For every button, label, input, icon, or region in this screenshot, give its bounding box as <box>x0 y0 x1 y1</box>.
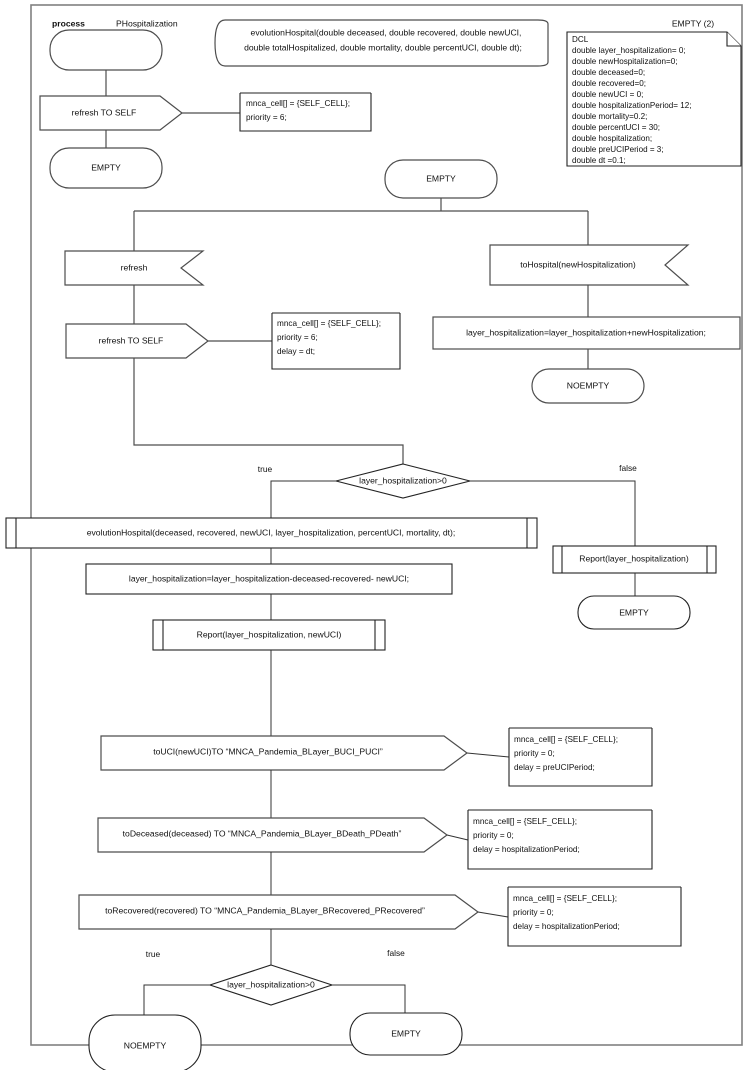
empty-1-label: EMPTY <box>91 162 121 172</box>
evolution-call-label: evolutionHospital(deceased, recovered, n… <box>87 527 456 537</box>
declaration-line-2: double deceased=0; <box>572 68 645 77</box>
report-2-label: Report(layer_hospitalization, newUCI) <box>197 629 342 639</box>
connector-note4-link <box>446 834 469 841</box>
report-2-shape <box>152 619 386 651</box>
note-3-line-0: mnca_cell[] = {SELF_CELL}; <box>514 735 618 744</box>
empty-3-shape <box>577 595 691 630</box>
note-5-shape <box>507 886 682 947</box>
to-hospital-input-label: toHospital(newHospitalization) <box>520 259 636 269</box>
note-3-line-2: delay = preUCIPeriod; <box>514 763 595 772</box>
empty-4-label: EMPTY <box>391 1028 421 1038</box>
noempty-2-label: NOEMPTY <box>124 1040 167 1050</box>
declaration-line-5: double hospitalizationPeriod= 12; <box>572 101 691 110</box>
declaration-note-shape <box>566 31 742 167</box>
declaration-line-9: double preUCIPeriod = 3; <box>572 145 664 154</box>
note-1-line-1: priority = 6; <box>246 113 287 122</box>
evolution-call-shape <box>5 517 538 549</box>
to-deceased-label: toDeceased(deceased) TO “MNCA_Pandemia_B… <box>123 828 402 838</box>
note-2-line-2: delay = dt; <box>277 347 315 356</box>
procedure-declaration-line1: evolutionHospital(double deceased, doubl… <box>251 27 522 37</box>
note-2-line-1: priority = 6; <box>277 333 318 342</box>
note-3-shape <box>508 727 653 787</box>
note-4-line-1: priority = 0; <box>473 831 514 840</box>
refresh-to-self-2-shape <box>65 323 209 359</box>
empty-1-shape <box>49 147 163 189</box>
declaration-line-6: double mortality=0.2; <box>572 112 647 121</box>
note-1-shape <box>239 92 372 132</box>
to-deceased-shape <box>97 817 449 853</box>
empty-2-label: EMPTY <box>426 173 456 183</box>
branch-label-true-2: true <box>146 949 161 959</box>
refresh-to-self-1-label: refresh TO SELF <box>72 107 137 117</box>
declaration-line-1: double newHospitalization=0; <box>572 57 678 66</box>
to-recovered-label: toRecovered(recovered) TO “MNCA_Pandemia… <box>105 905 425 915</box>
declaration-line-8: double hospitalization; <box>572 134 652 143</box>
layer-add-label: layer_hospitalization=layer_hospitalizat… <box>466 327 706 337</box>
declaration-line-4: double newUCI = 0; <box>572 90 643 99</box>
branch-label-false-2: false <box>387 948 405 958</box>
note-3-line-1: priority = 0; <box>514 749 555 758</box>
to-hospital-input-shape <box>489 244 690 286</box>
note-4-shape <box>467 809 653 870</box>
decision-1-shape <box>335 463 471 499</box>
empty-3-label: EMPTY <box>619 607 649 617</box>
note-5-line-2: delay = hospitalizationPeriod; <box>513 922 620 931</box>
layer-add-shape <box>432 316 741 350</box>
start-state-shape <box>49 29 163 71</box>
declaration-line-3: double recovered=0; <box>572 79 646 88</box>
connector-decision2-false <box>332 984 406 1013</box>
declaration-note-fold <box>726 32 741 47</box>
connector-decision1-false <box>470 480 636 546</box>
note-4-line-0: mnca_cell[] = {SELF_CELL}; <box>473 817 577 826</box>
note-5-line-0: mnca_cell[] = {SELF_CELL}; <box>513 894 617 903</box>
connector-decision2-true <box>143 984 210 1015</box>
declaration-line-7: double percentUCI = 30; <box>572 123 660 132</box>
refresh-input-shape <box>64 250 205 286</box>
refresh-to-self-1-shape <box>39 95 183 131</box>
declaration-line-0: double layer_hospitalization= 0; <box>572 46 686 55</box>
refresh-to-self-2-label: refresh TO SELF <box>99 335 164 345</box>
refresh-input-label: refresh <box>121 262 148 272</box>
to-uci-label: toUCI(newUCI)TO “MNCA_Pandemia_BLayer_BU… <box>153 746 383 756</box>
note-2-shape <box>271 312 401 370</box>
noempty-1-shape <box>531 368 645 404</box>
connector-note5-link <box>477 911 509 918</box>
procedure-declaration-line2: double totalHospitalized, double mortali… <box>244 42 522 52</box>
procedure-declaration-shape <box>214 19 549 67</box>
connector-note3-link <box>466 752 510 758</box>
declaration-line-10: double dt =0.1; <box>572 156 626 165</box>
note-1-line-0: mnca_cell[] = {SELF_CELL}; <box>246 99 350 108</box>
branch-label-false-1: false <box>619 463 637 473</box>
page-title-keyword: process <box>52 18 85 28</box>
report-1-label: Report(layer_hospitalization) <box>579 553 689 563</box>
branch-label-true-1: true <box>258 464 273 474</box>
note-5-line-1: priority = 0; <box>513 908 554 917</box>
decision-2-shape <box>208 964 334 1006</box>
empty-4-shape <box>349 1012 463 1056</box>
decision-1-label: layer_hospitalization>0 <box>359 475 447 485</box>
declaration-header: DCL <box>572 35 589 44</box>
decision-2-label: layer_hospitalization>0 <box>227 979 315 989</box>
connector-decision1-true <box>270 480 336 518</box>
layer-sub-shape <box>85 563 453 595</box>
corner-label: EMPTY (2) <box>672 18 714 28</box>
connector-left-to-decision1 <box>133 358 404 464</box>
to-uci-shape <box>100 735 469 771</box>
noempty-2-shape <box>88 1014 202 1070</box>
noempty-1-label: NOEMPTY <box>567 380 610 390</box>
note-2-line-0: mnca_cell[] = {SELF_CELL}; <box>277 319 381 328</box>
note-4-line-2: delay = hospitalizationPeriod; <box>473 845 580 854</box>
to-recovered-shape <box>78 894 480 930</box>
layer-sub-label: layer_hospitalization=layer_hospitalizat… <box>129 573 409 583</box>
page-title-name: PHospitalization <box>116 18 178 28</box>
